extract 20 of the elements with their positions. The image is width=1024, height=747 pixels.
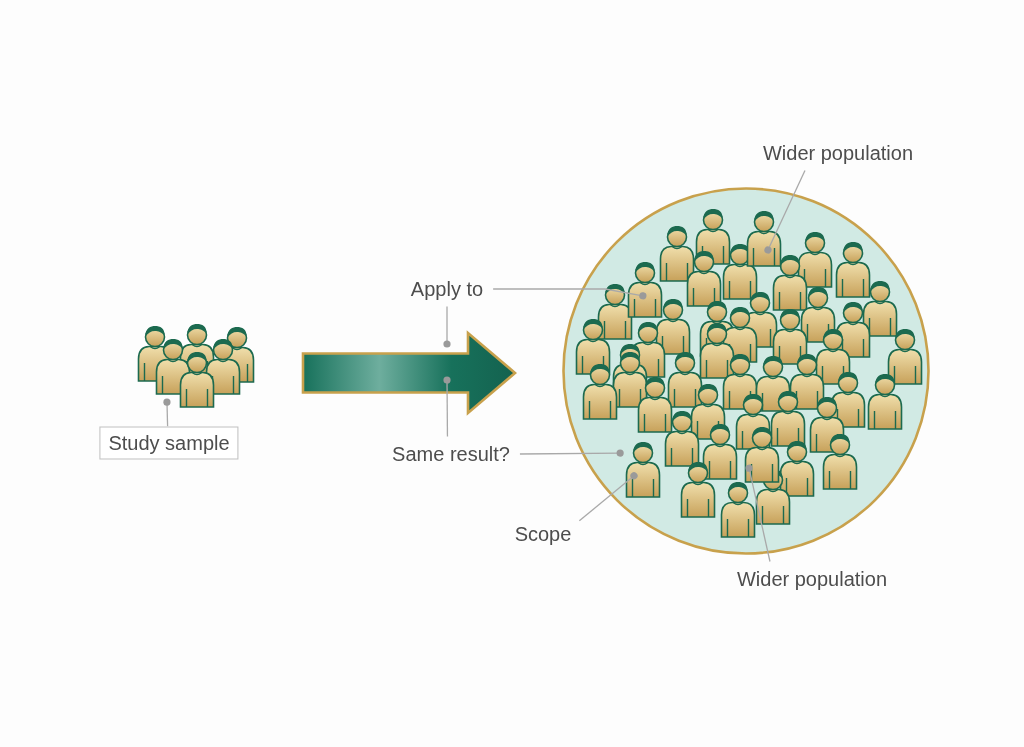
leader-line xyxy=(492,288,647,300)
callout-label: Apply to xyxy=(410,277,484,301)
person-icon xyxy=(627,261,663,318)
person-icon xyxy=(746,210,782,267)
block-arrow xyxy=(301,330,517,416)
leader-line xyxy=(764,169,806,254)
person-icon xyxy=(744,426,780,483)
leader-line xyxy=(519,449,624,457)
callout-label: Wider population xyxy=(736,567,888,591)
callout-label: Wider population xyxy=(762,141,914,165)
leader-line xyxy=(745,464,771,563)
person-icon xyxy=(625,441,661,498)
leader-line xyxy=(578,472,638,522)
leader-line xyxy=(443,305,451,348)
label-box: Study sample xyxy=(99,426,239,460)
leader-line xyxy=(443,376,451,438)
leader-line xyxy=(163,398,171,428)
callout-label: Same result? xyxy=(392,442,510,466)
callout-label: Scope xyxy=(514,522,572,546)
people-group-icon xyxy=(137,323,255,408)
